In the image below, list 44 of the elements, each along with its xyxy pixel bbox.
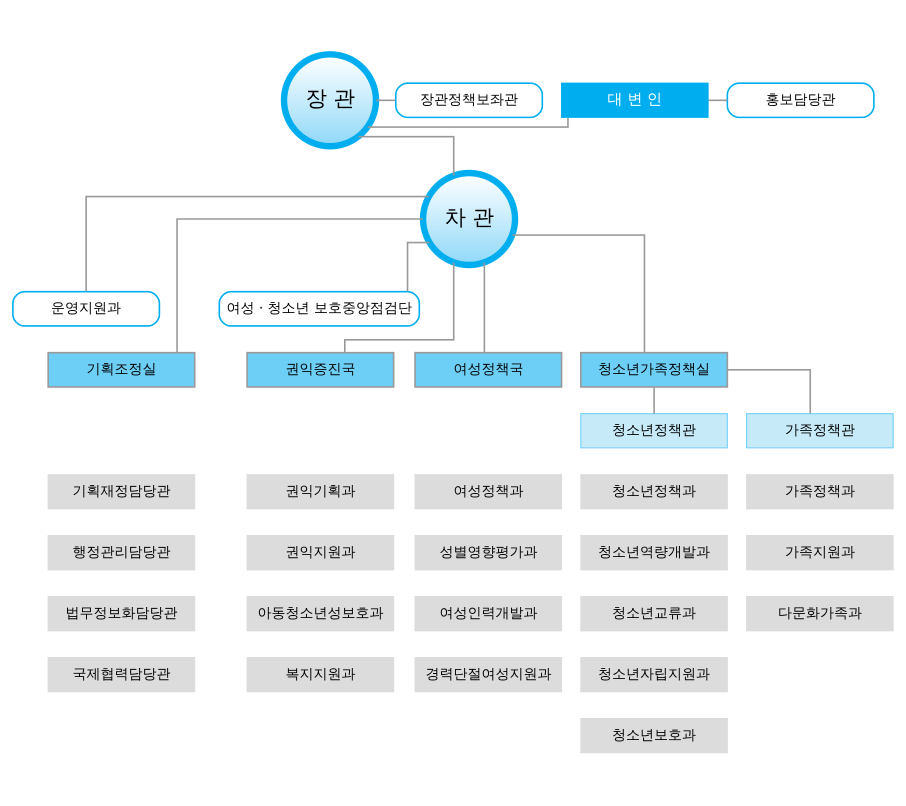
node-box: 여성 · 청소년 보호중앙점검단 [218,290,420,326]
node-box: 청소년정책관 [580,412,728,448]
node-box: 경력단절여성지원과 [414,656,562,692]
node-box: 청소년가족정책실 [580,351,728,388]
connector [376,98,396,101]
node-box: 가족정책관 [746,412,894,448]
node-box: 기획조정실 [47,351,196,388]
node-box: 다문화가족과 [746,596,894,631]
connector [653,386,655,414]
connector [484,262,486,352]
connector [512,234,646,352]
node-box: 여성정책과 [414,474,562,509]
node-box: 권익기획과 [246,474,394,509]
node-box: 가족정책과 [746,474,894,509]
connector [85,195,429,291]
node-box: 장관정책보좌관 [394,82,544,118]
node-box: 법무정보화담당관 [48,596,196,631]
node-box: 권익지원과 [246,534,394,570]
node-box: 대 변 인 [561,82,709,118]
node-box: 운영지원과 [12,290,160,326]
node-box: 여성인력개발과 [414,596,562,631]
node-box: 행정관리담당관 [48,534,196,570]
node-box: 여성정책국 [414,351,562,388]
connector [406,241,430,291]
node-box: 가족지원과 [746,534,894,570]
connector [368,117,569,128]
connector [708,98,728,101]
node-box: 국제협력담당관 [48,656,196,692]
node-box: 청소년자립지원과 [580,656,728,692]
node-box: 홍보담당관 [726,82,875,118]
node-box: 권익증진국 [246,351,394,388]
node-box: 아동청소년성보호과 [246,596,394,631]
node-box: 청소년역량개발과 [580,534,728,570]
connector [358,135,455,175]
node-circle: 장 관 [280,50,380,149]
node-box: 청소년보호과 [580,717,728,753]
connector [728,368,812,413]
node-box: 청소년정책과 [580,474,728,509]
node-circle: 차 관 [420,169,518,268]
node-box: 성별영향평가과 [414,534,562,570]
node-box: 복지지원과 [246,656,394,692]
node-box: 기획재정담당관 [48,474,196,509]
connector [176,218,423,352]
node-box: 청소년교류과 [580,596,728,631]
